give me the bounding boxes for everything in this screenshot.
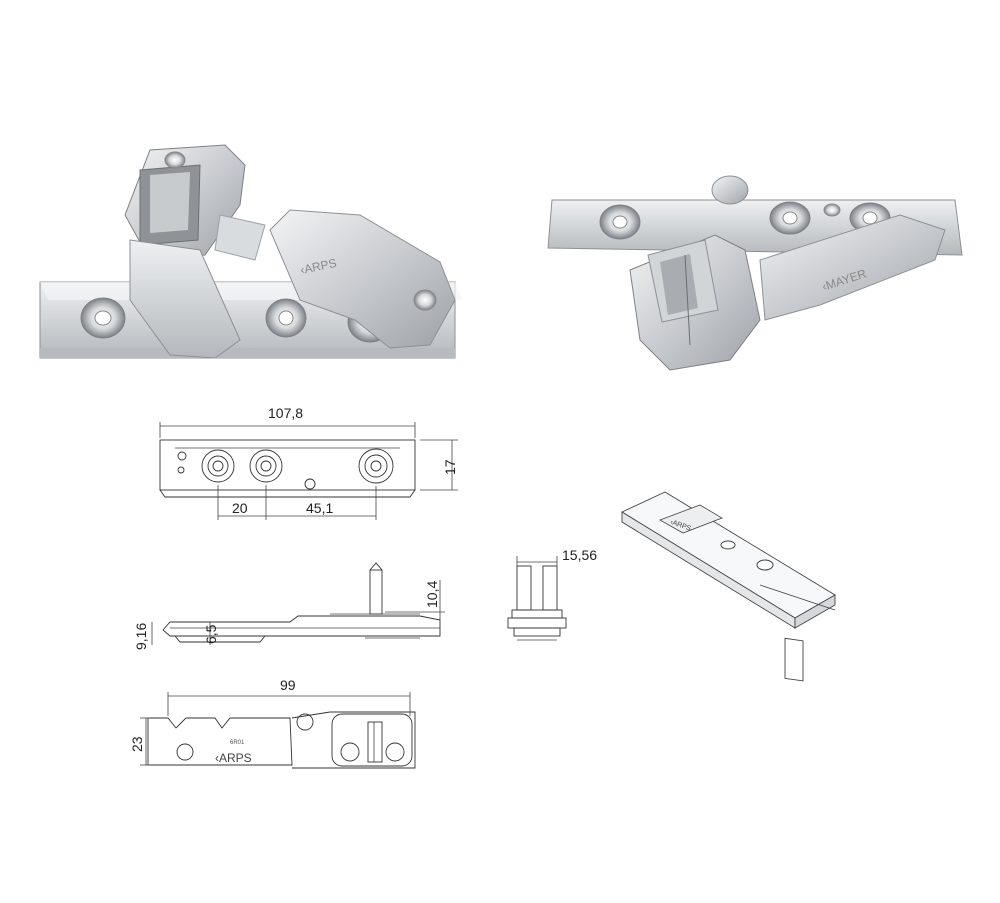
dim-top-width: 107,8 (268, 405, 303, 421)
dim-side-thickness: 6,5 (203, 624, 219, 644)
end-view-drawing (507, 556, 567, 641)
top-view-drawing (159, 422, 458, 520)
dim-bottom-width: 99 (280, 677, 296, 693)
hinge-3d-back-icon: ‹MAYER (547, 175, 963, 371)
dim-end-width: 15,56 (562, 547, 597, 563)
svg-text:‹ARPS: ‹ARPS (215, 751, 252, 765)
hinge-3d-front-icon: ‹ARPS (39, 144, 462, 359)
bottom-view-drawing: ‹ARPS 6R01 (140, 692, 416, 769)
hinge-3d-small-icon: ‹ARPS (621, 491, 836, 682)
dim-hole-offset: 45,1 (306, 500, 333, 516)
dim-side-pin-height: 10,4 (424, 581, 440, 608)
dim-hole-spacing: 20 (232, 500, 248, 516)
dim-side-total: 9,16 (133, 623, 149, 650)
svg-text:6R01: 6R01 (230, 740, 245, 746)
side-view-drawing (151, 562, 445, 645)
dim-top-height: 17 (442, 459, 458, 475)
dim-bottom-height: 23 (129, 736, 145, 752)
